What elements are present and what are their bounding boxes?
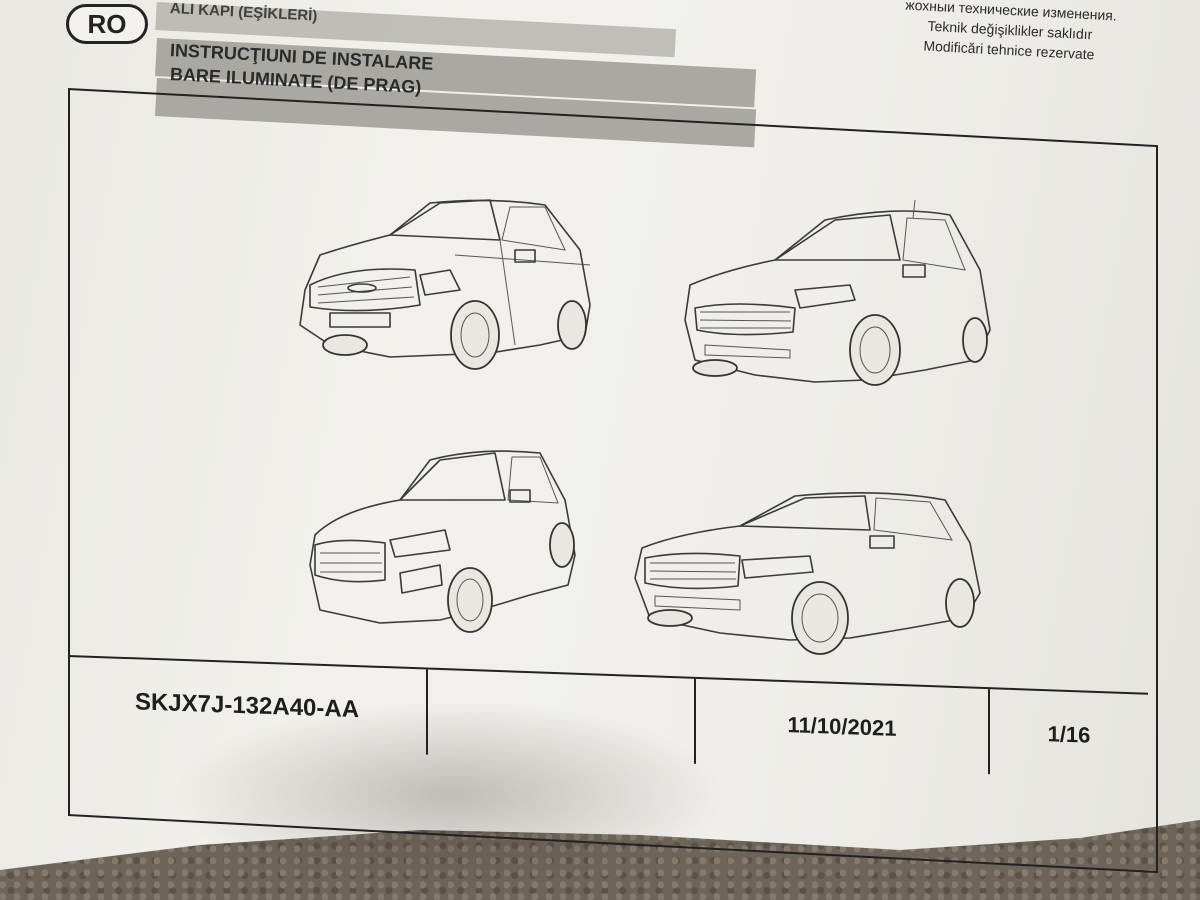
- instruction-sheet: [0, 0, 1200, 870]
- footer-empty-cell: [426, 669, 694, 764]
- car-illustration-focus-bottom-right: [634, 492, 981, 655]
- car-illustration-ecosport-bottom-left: [309, 450, 576, 633]
- part-number: SKJX7J-132A40-AA: [134, 687, 360, 723]
- language-badge: RO: [66, 4, 148, 44]
- car-illustration-hatch-top-right: [684, 200, 991, 386]
- page-number: 1/16: [988, 689, 1148, 780]
- car-illustration-suv-top-left: [299, 199, 591, 370]
- document-date: 11/10/2021: [694, 678, 988, 775]
